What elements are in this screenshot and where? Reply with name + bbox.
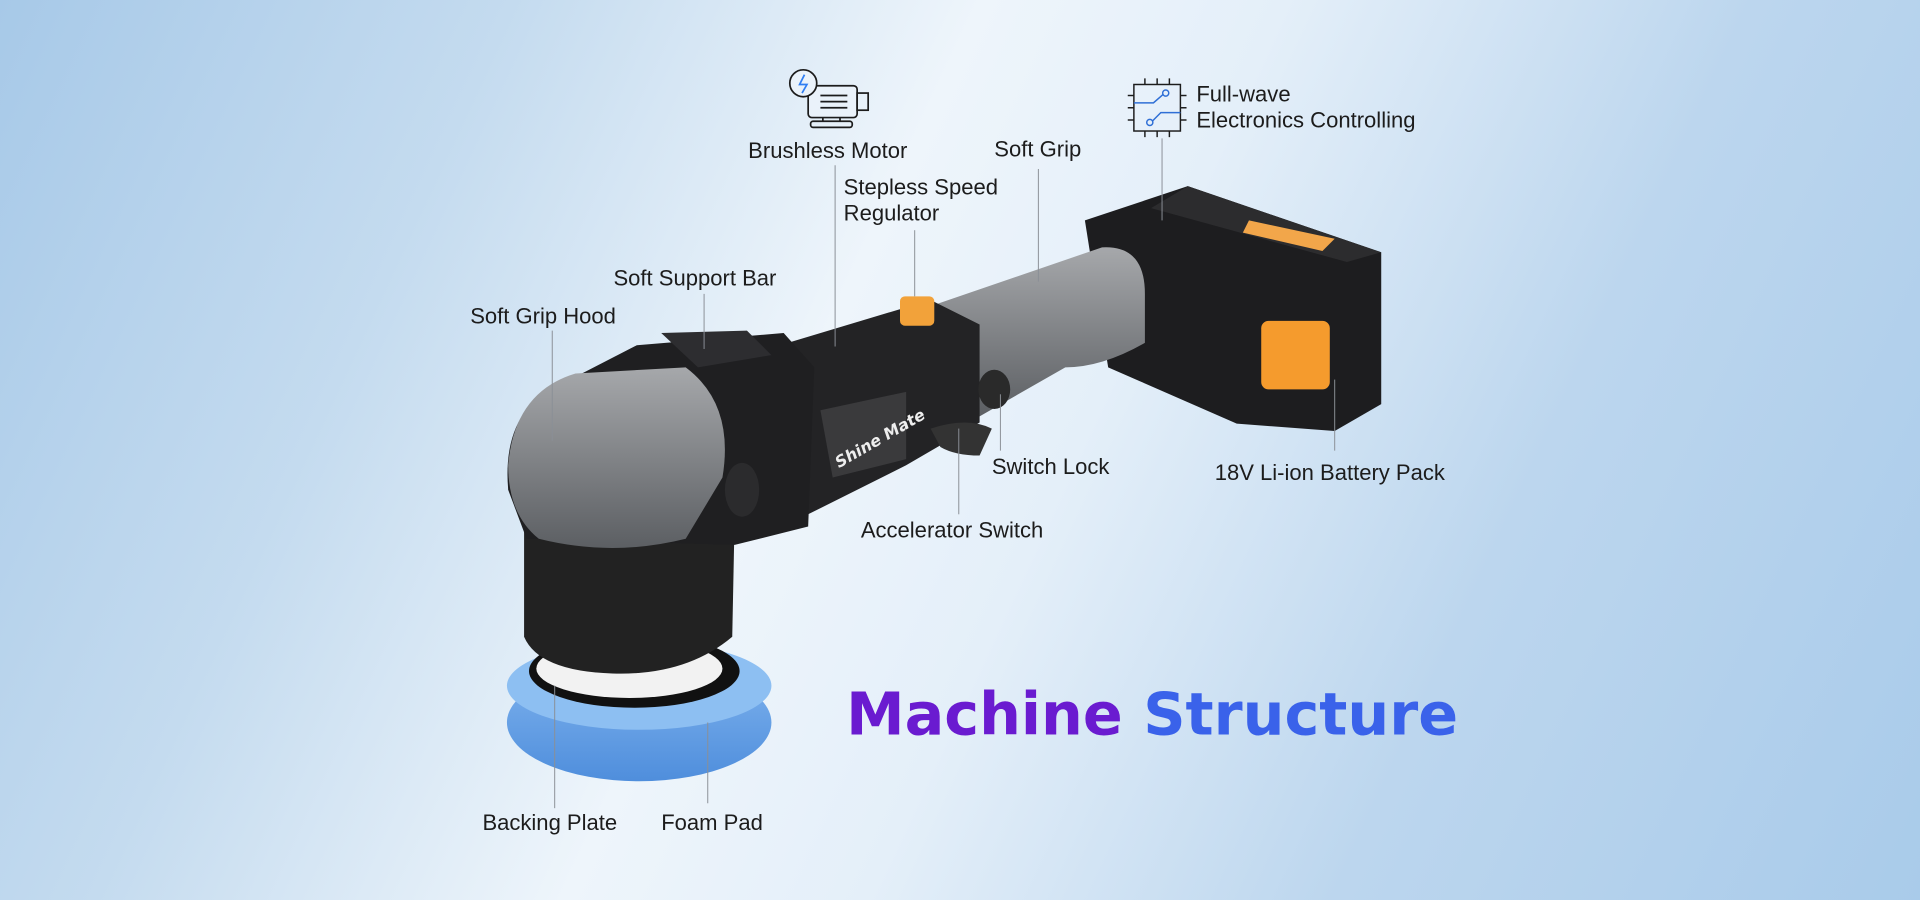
title-word-structure: Structure: [1143, 680, 1458, 749]
page-title: Machine Structure: [846, 680, 1458, 749]
speed-regulator: [900, 296, 935, 326]
label-fullwave-line1: Full-wave: [1196, 82, 1290, 107]
soft-grip-hood: [508, 367, 725, 548]
label-backing-plate: Backing Plate: [482, 810, 617, 835]
polisher-illustration: Shine Mate: [506, 186, 1382, 782]
soft-support-bar: [661, 330, 772, 368]
leader-lines: [551, 138, 1336, 809]
switch-lock: [978, 369, 1011, 409]
label-foam-pad: Foam Pad: [661, 810, 763, 835]
label-soft-support-bar: Soft Support Bar: [613, 265, 776, 290]
brushless-motor-icon: [788, 68, 870, 129]
label-accelerator-switch: Accelerator Switch: [861, 518, 1043, 543]
accelerator-switch: [930, 422, 992, 456]
label-stepless-line2: Regulator: [844, 200, 940, 225]
circuit-chip-icon: [1127, 78, 1187, 138]
label-soft-grip-hood: Soft Grip Hood: [470, 303, 616, 328]
label-fullwave-line2: Electronics Controlling: [1196, 107, 1415, 132]
label-switch-lock: Switch Lock: [992, 454, 1111, 479]
title-word-machine: Machine: [846, 680, 1123, 749]
battery-release-button: [1261, 320, 1330, 390]
soft-grip: [930, 247, 1145, 417]
label-brushless-motor: Brushless Motor: [748, 138, 907, 163]
label-soft-grip: Soft Grip: [994, 137, 1081, 162]
label-stepless-line1: Stepless Speed: [844, 175, 998, 200]
label-battery-pack: 18V Li-ion Battery Pack: [1215, 460, 1446, 485]
